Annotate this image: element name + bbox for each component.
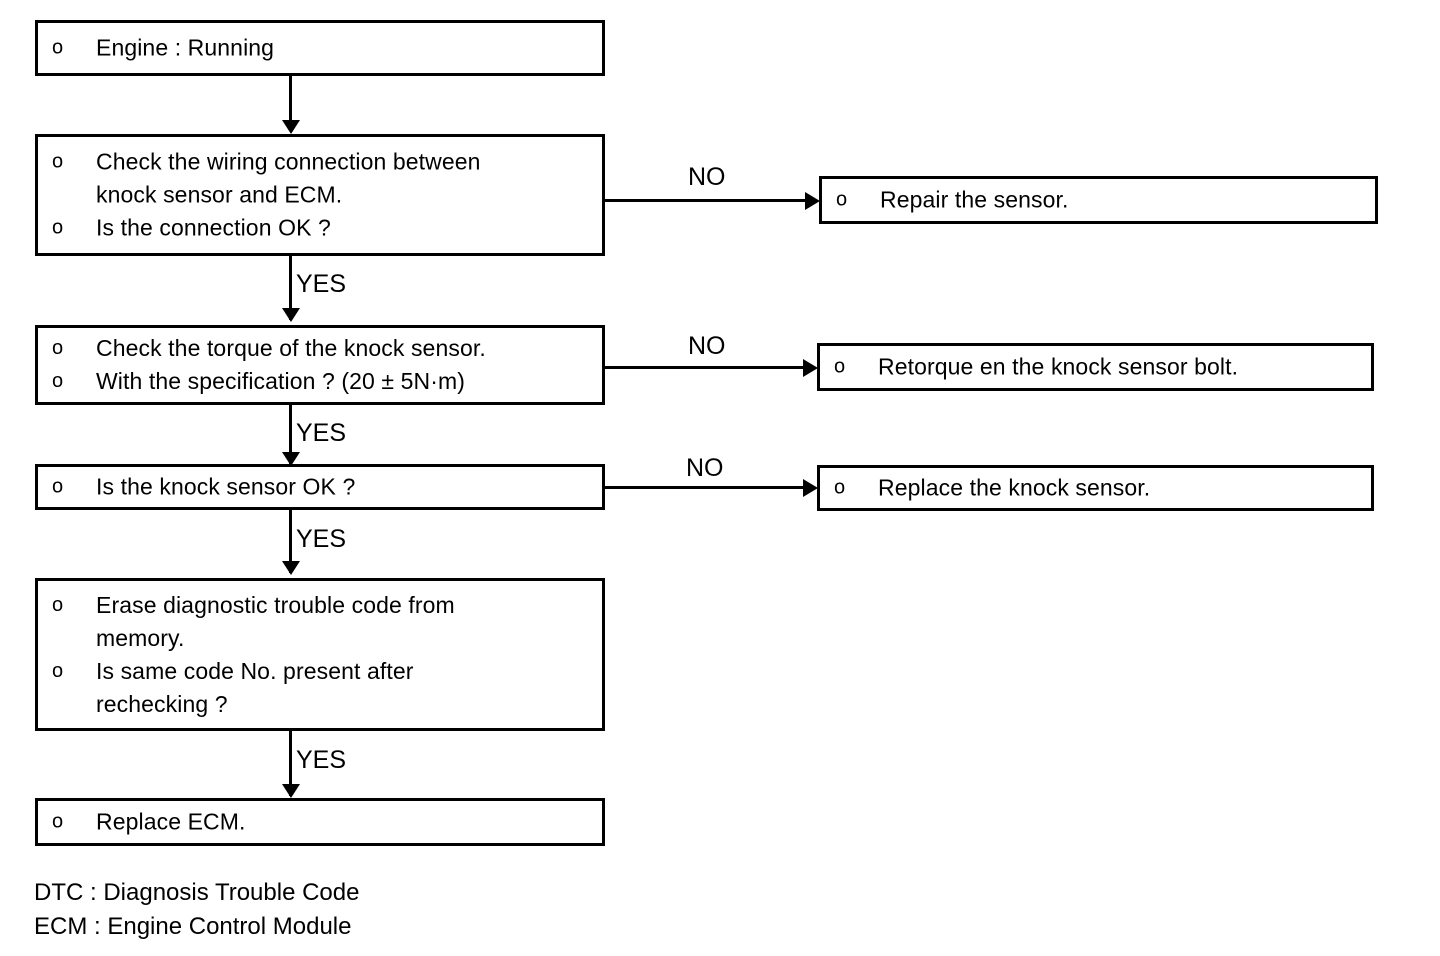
bullet-marker: o — [52, 475, 64, 498]
connector-engine-to-wiring — [289, 76, 292, 124]
connector-torque-no — [605, 366, 813, 369]
arrowhead-torque-to-sensor-ok — [282, 452, 300, 466]
node-replace-ecm: o Replace ECM. — [35, 798, 605, 846]
bullet-marker: o — [52, 593, 64, 616]
legend-ecm: ECM : Engine Control Module — [34, 913, 352, 940]
bullet-row: o Engine : Running — [52, 32, 596, 65]
bullet-marker: o — [834, 476, 846, 499]
node-retorque-bolt-line-1: Retorque en the knock sensor bolt. — [878, 353, 1239, 380]
edge-label-yes-2: YES — [296, 419, 347, 447]
node-erase-code-line-2: Is same code No. present after recheckin… — [96, 657, 414, 717]
bullet-row: o Repair the sensor. — [836, 184, 1369, 217]
bullet-row: o Check the torque of the knock sensor. — [52, 332, 596, 365]
bullet-row: o Replace ECM. — [52, 806, 596, 839]
arrowhead-sensor-ok-to-erase — [282, 561, 300, 575]
node-check-torque-line-2: With the specification ? (20 ± 5N·m) — [96, 368, 466, 394]
node-replace-sensor-line-1: Replace the knock sensor. — [878, 474, 1151, 501]
bullet-marker: o — [52, 150, 64, 173]
arrowhead-wiring-to-torque — [282, 308, 300, 322]
bullet-row: o With the specification ? (20 ± 5N·m) — [52, 365, 596, 398]
bullet-row: o Retorque en the knock sensor bolt. — [834, 351, 1365, 384]
bullet-marker: o — [52, 36, 64, 59]
node-erase-code-line-1: Erase diagnostic trouble code from memor… — [96, 591, 455, 651]
arrowhead-erase-to-replace-ecm — [282, 784, 300, 798]
connector-wiring-no — [605, 199, 815, 202]
connector-sensor-ok-no — [605, 486, 813, 489]
edge-label-yes-1: YES — [296, 270, 347, 298]
connector-torque-to-sensor-ok — [289, 405, 292, 464]
connector-wiring-to-torque — [289, 256, 292, 320]
node-check-torque-rows: o Check the torque of the knock sensor. … — [52, 332, 596, 398]
bullet-row: o Replace the knock sensor. — [834, 472, 1365, 505]
bullet-marker: o — [52, 370, 64, 392]
node-erase-code-rows: o Erase diagnostic trouble code from mem… — [52, 589, 596, 721]
bullet-row: o Erase diagnostic trouble code from mem… — [52, 589, 596, 655]
node-repair-sensor: o Repair the sensor. — [819, 176, 1378, 224]
node-check-wiring-rows: o Check the wiring connection between kn… — [52, 146, 596, 245]
legend-dtc: DTC : Diagnosis Trouble Code — [34, 879, 360, 906]
edge-label-no-2: NO — [688, 332, 726, 360]
node-sensor-ok-rows: o Is the knock sensor OK ? — [52, 471, 596, 504]
connector-erase-to-replace-ecm — [289, 731, 292, 796]
bullet-marker: o — [836, 188, 848, 211]
edge-label-yes-4: YES — [296, 746, 347, 774]
node-engine-running: o Engine : Running — [35, 20, 605, 76]
bullet-marker: o — [52, 337, 64, 359]
arrowhead-wiring-no — [805, 192, 820, 210]
connector-sensor-ok-to-erase — [289, 510, 292, 573]
arrowhead-torque-no — [803, 359, 818, 377]
node-engine-running-rows: o Engine : Running — [52, 32, 596, 65]
bullet-marker: o — [52, 216, 64, 239]
node-check-wiring-line-1: Check the wiring connection between knoc… — [96, 148, 481, 208]
node-replace-ecm-rows: o Replace ECM. — [52, 806, 596, 839]
bullet-row: o Check the wiring connection between kn… — [52, 146, 596, 212]
node-check-torque-line-1: Check the torque of the knock sensor. — [96, 335, 486, 361]
edge-label-no-1: NO — [688, 163, 726, 191]
node-sensor-ok-line-1: Is the knock sensor OK ? — [96, 473, 356, 500]
bullet-marker: o — [834, 355, 846, 378]
node-repair-sensor-line-1: Repair the sensor. — [880, 186, 1069, 213]
node-check-torque: o Check the torque of the knock sensor. … — [35, 325, 605, 405]
node-check-wiring-line-2: Is the connection OK ? — [96, 214, 331, 241]
bullet-marker: o — [52, 810, 64, 833]
node-replace-ecm-line-1: Replace ECM. — [96, 808, 246, 835]
edge-label-no-3: NO — [686, 454, 724, 482]
node-check-wiring: o Check the wiring connection between kn… — [35, 134, 605, 256]
arrowhead-sensor-ok-no — [803, 479, 818, 497]
bullet-marker: o — [52, 659, 64, 682]
arrowhead-engine-to-wiring — [282, 120, 300, 134]
node-retorque-bolt: o Retorque en the knock sensor bolt. — [817, 343, 1374, 391]
bullet-row: o Is the knock sensor OK ? — [52, 471, 596, 504]
node-replace-sensor-rows: o Replace the knock sensor. — [834, 472, 1365, 505]
node-replace-sensor: o Replace the knock sensor. — [817, 465, 1374, 511]
edge-label-yes-3: YES — [296, 525, 347, 553]
node-retorque-bolt-rows: o Retorque en the knock sensor bolt. — [834, 351, 1365, 384]
node-repair-sensor-rows: o Repair the sensor. — [836, 184, 1369, 217]
bullet-row: o Is the connection OK ? — [52, 212, 596, 245]
node-sensor-ok: o Is the knock sensor OK ? — [35, 464, 605, 510]
bullet-row: o Is same code No. present after recheck… — [52, 655, 596, 721]
node-erase-code: o Erase diagnostic trouble code from mem… — [35, 578, 605, 731]
node-engine-running-line-1: Engine : Running — [96, 34, 275, 61]
